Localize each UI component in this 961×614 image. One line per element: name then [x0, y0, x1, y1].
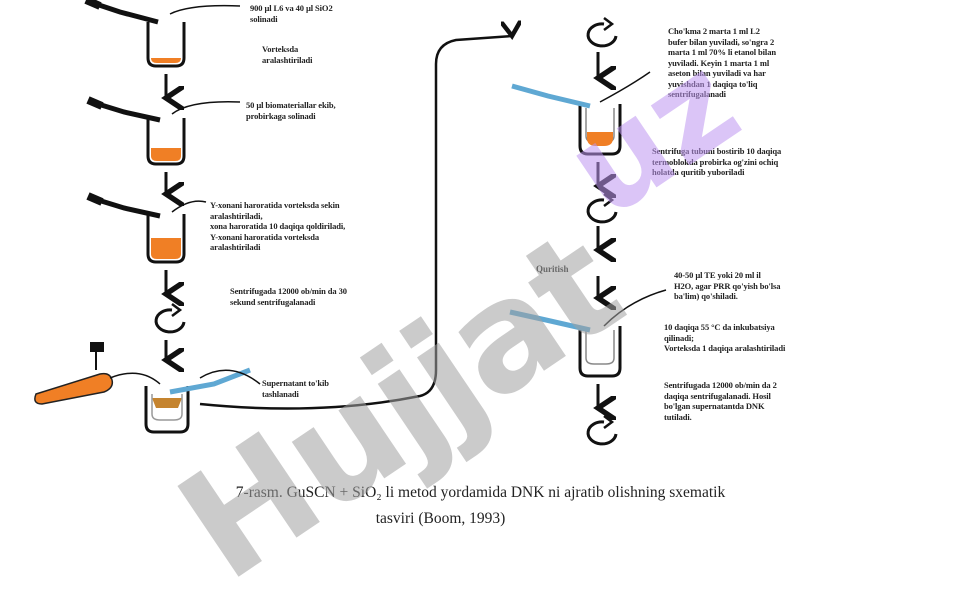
leader-line-1 [169, 4, 241, 15]
figure-caption-line-2: tasviri (Boom, 1993) [375, 510, 506, 527]
leader-line-3 [171, 200, 207, 213]
pipette-blue-3 [509, 309, 591, 333]
tube-3 [146, 214, 186, 264]
protocol-diagram [34, 0, 667, 446]
centrifuge-icon-3 [586, 193, 618, 224]
tube-6 [578, 326, 622, 378]
centrifuge-icon-2 [586, 17, 618, 48]
pipette-blue-2 [511, 83, 591, 109]
tube-1 [146, 22, 186, 68]
tube-4 [144, 386, 190, 434]
centrifuge-icon-4 [586, 415, 618, 446]
leader-line-5 [199, 369, 261, 385]
leader-line-6 [599, 71, 651, 103]
leader-line-4 [109, 372, 161, 385]
pipette-blue-1 [169, 367, 251, 395]
waste-tube [34, 342, 114, 405]
figure-caption-line-1: 7-rasm. GuSCN + SiO₂ li metod yordamida … [235, 484, 726, 501]
pipette-2 [86, 96, 161, 123]
pipette-3 [86, 192, 161, 219]
pipette-1 [84, 0, 159, 25]
step-label-drying: Quritish [536, 264, 569, 274]
centrifuge-icon-1 [154, 303, 186, 334]
tube-2 [146, 118, 186, 166]
leader-line-7 [603, 289, 667, 327]
connector-to-right-column [199, 36, 512, 410]
tube-5 [578, 104, 622, 156]
leader-line-2 [171, 101, 241, 115]
step-note-left-3: 50 µl biomateriallar ekib,probirkaga sol… [246, 100, 336, 121]
